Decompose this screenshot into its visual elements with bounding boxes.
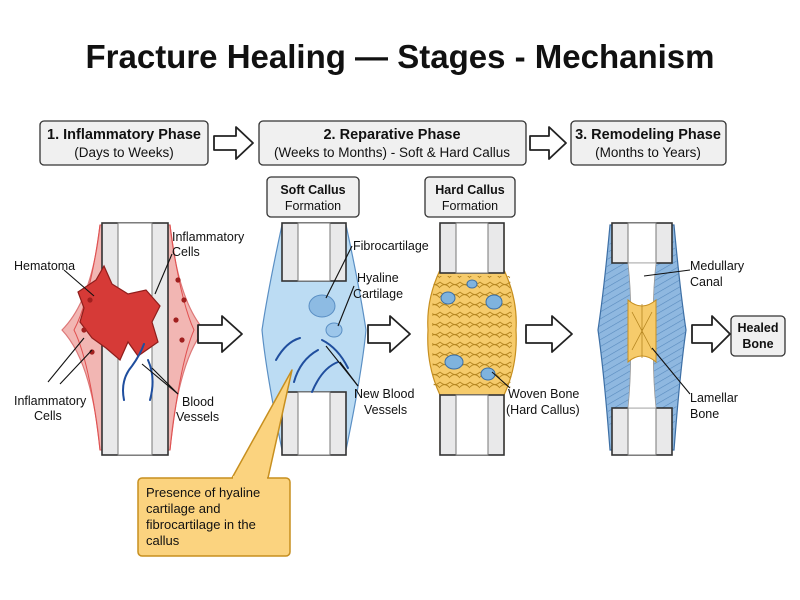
stage-hard-callus: Hard Callus Formation xyxy=(424,176,516,218)
label-blood-vessels-1: Blood xyxy=(182,395,214,409)
label-inflammatory-cells-top-2: Cells xyxy=(172,245,200,259)
phase-inflammatory-subtitle: (Days to Weeks) xyxy=(74,145,174,160)
label-lamellar-2: Bone xyxy=(690,407,719,421)
phase-arrow-1 xyxy=(213,126,254,160)
callout-line-4: callus xyxy=(146,533,180,548)
stage-arrow-1 xyxy=(197,315,243,353)
label-fibrocartilage: Fibrocartilage xyxy=(353,239,429,253)
stage-hard-callus-subtitle: Formation xyxy=(442,199,498,213)
bone-soft-callus xyxy=(261,222,367,456)
label-woven-bone-1: Woven Bone xyxy=(508,387,579,401)
label-hematoma: Hematoma xyxy=(14,259,75,273)
label-inflammatory-cells-bottom-2: Cells xyxy=(34,409,62,423)
stage-soft-callus: Soft Callus Formation xyxy=(266,176,360,218)
label-new-blood-vessels-1: New Blood xyxy=(354,387,414,401)
stage-arrow-2 xyxy=(367,315,411,353)
phase-remodeling-title: 3. Remodeling Phase xyxy=(575,127,721,143)
callout-line-3: fibrocartilage in the xyxy=(146,517,256,532)
label-hyaline-1: Hyaline xyxy=(357,271,399,285)
label-new-blood-vessels-2: Vessels xyxy=(364,403,407,417)
label-medullary-2: Canal xyxy=(690,275,723,289)
callout-line-2: cartilage and xyxy=(146,501,220,516)
hyaline-blob xyxy=(325,322,343,338)
label-hyaline-2: Cartilage xyxy=(353,287,403,301)
label-medullary-1: Medullary xyxy=(690,259,745,273)
label-blood-vessels-2: Vessels xyxy=(176,410,219,424)
bone-inflammatory xyxy=(61,222,205,456)
fibrocartilage-blob xyxy=(308,294,336,318)
callout-box xyxy=(137,477,291,557)
phase-reparative-title: 2. Reparative Phase xyxy=(323,127,460,143)
phase-inflammatory: 1. Inflammatory Phase (Days to Weeks) xyxy=(39,120,209,166)
label-woven-bone-2: (Hard Callus) xyxy=(506,403,580,417)
hematoma xyxy=(77,264,161,361)
healed-label-line2: Bone xyxy=(742,337,773,351)
stage-arrow-3 xyxy=(525,315,573,353)
phase-inflammatory-title: 1. Inflammatory Phase xyxy=(47,127,201,143)
bone-hard-callus xyxy=(427,222,517,456)
callout-line-1: Presence of hyaline xyxy=(146,485,260,500)
phase-arrow-2 xyxy=(529,126,567,160)
stage-hard-callus-title: Hard Callus xyxy=(435,183,505,197)
stage-soft-callus-title: Soft Callus xyxy=(280,183,345,197)
healed-label-line1: Healed xyxy=(738,321,779,335)
phase-reparative: 2. Reparative Phase (Weeks to Months) - … xyxy=(258,120,527,166)
leader-lines xyxy=(47,245,691,395)
phase-remodeling: 3. Remodeling Phase (Months to Years) xyxy=(570,120,727,166)
label-inflammatory-cells-top-1: Inflammatory xyxy=(172,230,245,244)
stage-soft-callus-subtitle: Formation xyxy=(285,199,341,213)
label-inflammatory-cells-bottom-1: Inflammatory xyxy=(14,394,87,408)
phase-reparative-subtitle: (Weeks to Months) - Soft & Hard Callus xyxy=(274,145,510,160)
stage-arrow-4 xyxy=(691,315,731,353)
label-lamellar-1: Lamellar xyxy=(690,391,738,405)
phase-remodeling-subtitle: (Months to Years) xyxy=(595,145,701,160)
page-title: Fracture Healing — Stages - Mechanism xyxy=(85,38,714,75)
healed-bone-box: Healed Bone xyxy=(730,315,786,357)
bone-remodeling xyxy=(597,222,687,456)
callout: Presence of hyaline cartilage and fibroc… xyxy=(137,369,293,557)
